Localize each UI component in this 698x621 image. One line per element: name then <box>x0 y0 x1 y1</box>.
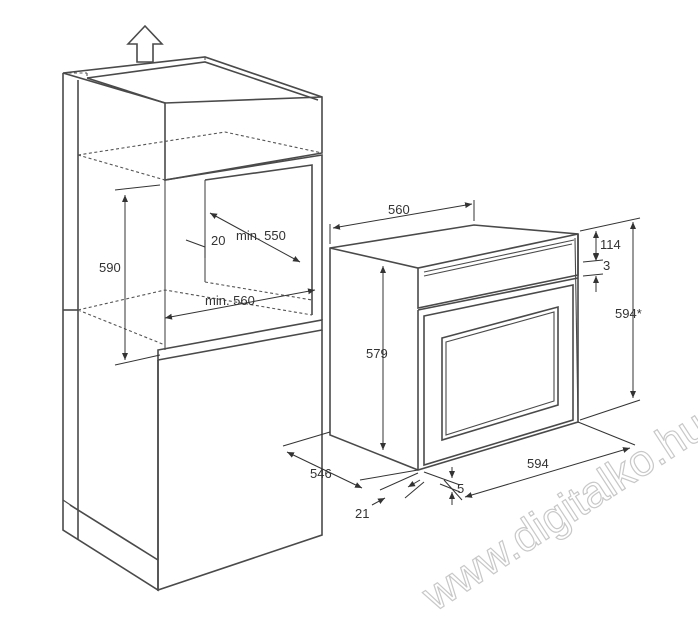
oven-depth-label: 546 <box>310 466 332 481</box>
oven-drawing <box>329 224 579 471</box>
front-width-label: 594 <box>527 456 549 471</box>
min-depth-label: min. 550 <box>236 228 286 243</box>
panel-top-label: 114 <box>600 237 621 252</box>
front-height-label: 594* <box>615 306 642 321</box>
oven-height-label: 579 <box>366 346 388 361</box>
oven-dimensions: 560 579 114 3 594* 594 546 21 5 <box>282 200 642 521</box>
cabinet-drawing <box>62 56 323 592</box>
gap-label: 20 <box>211 233 225 248</box>
cabinet-dimensions: 590 min. 550 20 min. 560 <box>99 184 316 366</box>
oven-width-label: 560 <box>388 202 410 217</box>
bottom-gap-label: 5 <box>457 481 464 496</box>
front-depth-label: 21 <box>355 506 369 521</box>
panel-gap-label: 3 <box>603 258 610 273</box>
min-width-label: min. 560 <box>205 293 255 308</box>
watermark-text: www.digitalko.hu <box>413 401 698 621</box>
airflow-up-arrow-icon <box>126 24 164 63</box>
cabinet-height-label: 590 <box>99 260 121 275</box>
